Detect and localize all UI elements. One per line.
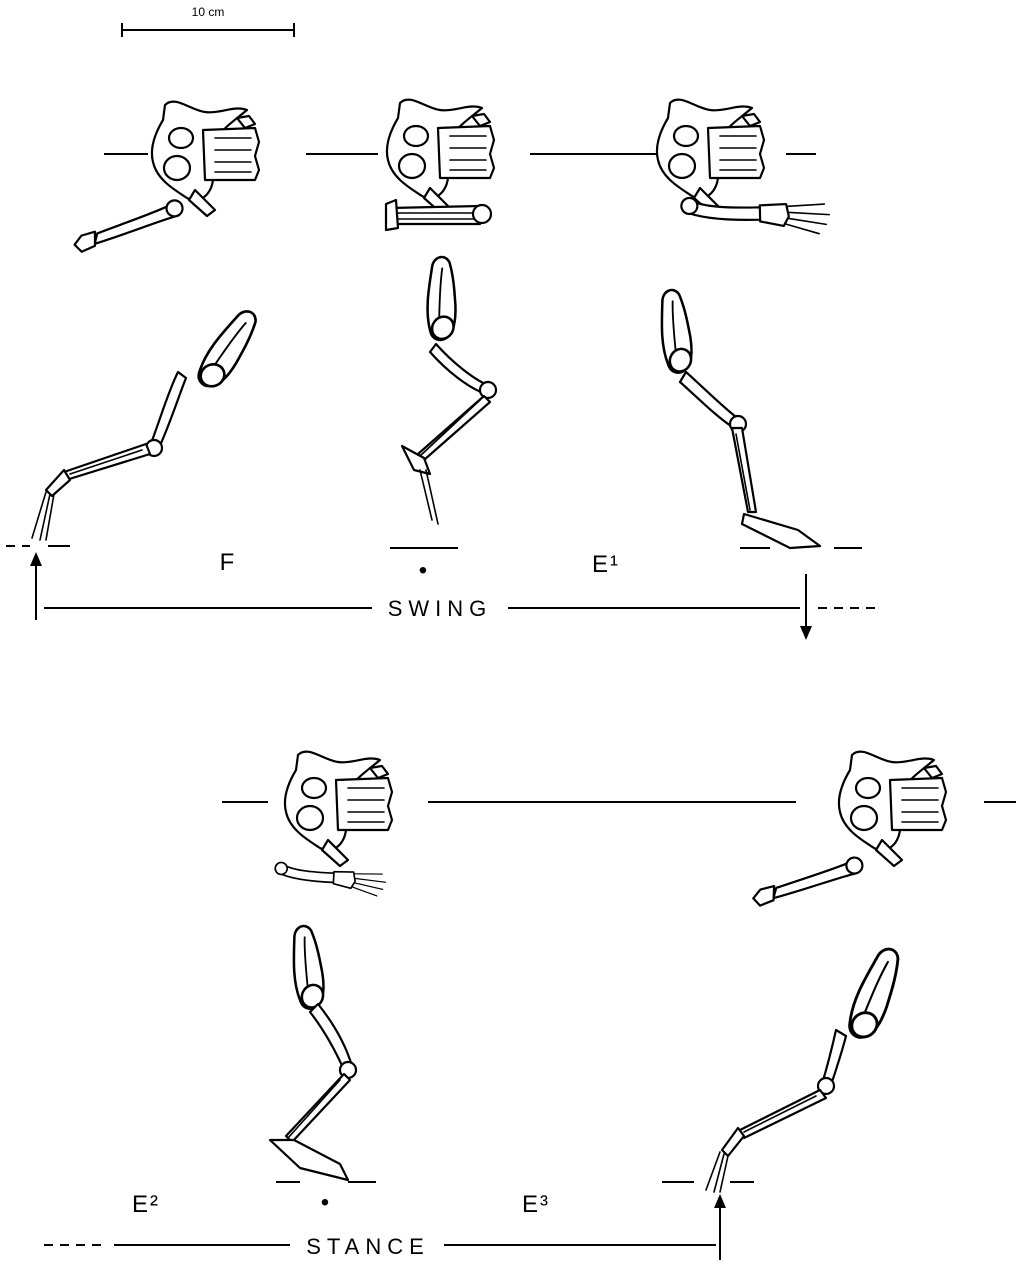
lateral-view-E1 xyxy=(634,287,820,548)
scale-bar: 10 cm xyxy=(122,5,294,37)
phase-label-F: F xyxy=(220,549,237,576)
swing-bracket: SWING xyxy=(30,552,878,640)
phase-label-E3: E³ xyxy=(522,1191,550,1218)
swing-label: SWING xyxy=(388,596,493,621)
dorsal-view-E1 xyxy=(657,100,830,235)
swing-ground-marks xyxy=(6,546,862,548)
phase-label-E2: E² xyxy=(132,1191,160,1218)
dorsal-view-E3 xyxy=(750,752,946,907)
phase-label-mid-swing: • xyxy=(419,557,429,584)
dorsal-view-F xyxy=(70,102,259,253)
lateral-view-E2 xyxy=(266,923,356,1180)
dorsal-view-E2 xyxy=(273,752,392,897)
scale-bar-label: 10 cm xyxy=(192,5,225,19)
stance-label: STANCE xyxy=(306,1234,430,1259)
lateral-view-mid-swing xyxy=(398,254,496,524)
dorsal-view-mid-swing xyxy=(386,100,494,230)
lateral-view-F xyxy=(32,309,273,540)
lateral-view-E3 xyxy=(706,945,926,1192)
phase-label-E1: E¹ xyxy=(592,551,620,578)
phase-label-mid-stance: • xyxy=(321,1189,331,1216)
